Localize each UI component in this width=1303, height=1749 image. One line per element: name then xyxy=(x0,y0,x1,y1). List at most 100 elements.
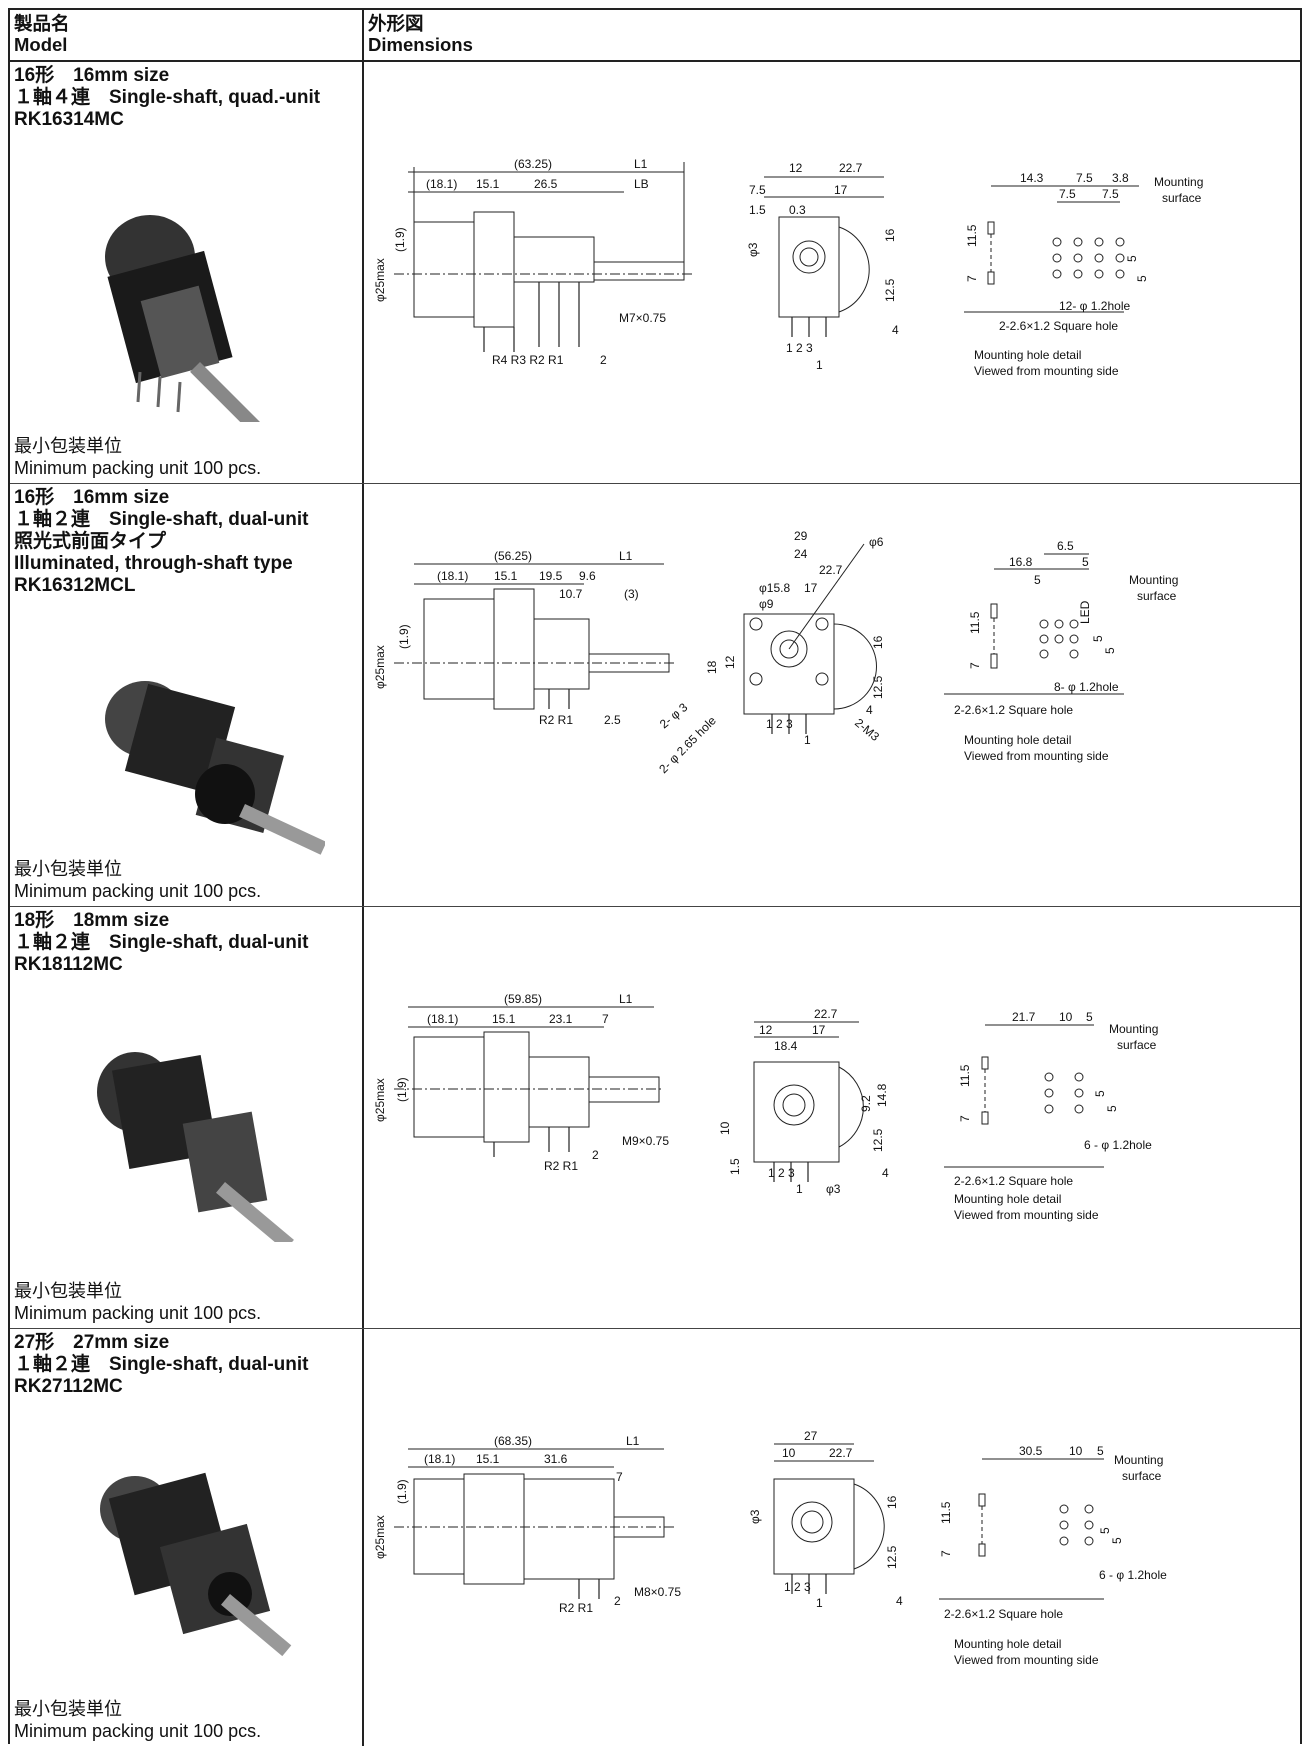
dimension-drawing: (63.25) L1 LB (18.1) 15.1 26.5 φ25max (1… xyxy=(373,157,1203,378)
mount-label-1: Mounting xyxy=(1129,573,1178,587)
front-w4: 17 xyxy=(812,1023,826,1037)
dim-c2: 7 xyxy=(616,1470,623,1484)
dimensions-cell: (59.85) L1 (18.1) 15.1 23.1 7 φ25max (1.… xyxy=(364,907,1300,1328)
front-w3: 7.5 xyxy=(749,183,766,197)
dim-c3: 10.7 xyxy=(559,587,583,601)
hole-v4: 5 xyxy=(1110,1537,1124,1544)
front-h3: 4 xyxy=(892,323,899,337)
front-h3: 4 xyxy=(866,703,873,717)
front-h0: 18 xyxy=(705,660,719,674)
model-cell: 27形 27mm size １軸２連 Single-shaft, dual-un… xyxy=(10,1329,364,1746)
hole-b: 10 xyxy=(1069,1444,1083,1458)
hole-v4: 5 xyxy=(1105,1105,1119,1112)
dimension-drawing: (59.85) L1 (18.1) 15.1 23.1 7 φ25max (1.… xyxy=(373,992,1158,1222)
packing-label-ja: 最小包装単位 xyxy=(14,1699,122,1719)
square-hole: 2-2.6×1.2 Square hole xyxy=(954,703,1073,717)
front-h3: 4 xyxy=(896,1594,903,1608)
front-h1: 16 xyxy=(871,635,885,649)
size-line: 18形 18mm size xyxy=(14,910,170,931)
front-w2: 22.7 xyxy=(839,161,863,175)
hole-caption-1: Mounting hole detail xyxy=(954,1192,1061,1206)
packing-label-en: Minimum packing unit 100 pcs. xyxy=(14,1303,262,1323)
dim-c2: 7 xyxy=(602,1012,609,1026)
dim-l1: L1 xyxy=(634,157,648,171)
front-d3: φ6 xyxy=(869,535,884,549)
hole-v4: 5 xyxy=(1135,275,1149,282)
front-h5: 1.5 xyxy=(728,1158,742,1175)
dim-a: (18.1) xyxy=(437,569,468,583)
terminal-labels: R4 R3 R2 R1 xyxy=(492,353,564,367)
front-b: 1 xyxy=(816,1596,823,1610)
dim-diameter: φ25max xyxy=(373,645,387,689)
note-m3: 2-M3 xyxy=(852,716,882,745)
extra-en: Illuminated, through-shaft type xyxy=(14,553,293,574)
front-h1: 16 xyxy=(883,228,897,242)
datasheet-table: 製品名 Model 外形図 Dimensions 16形 16mm size １… xyxy=(8,8,1302,1746)
front-h0b: 12 xyxy=(723,655,737,669)
dimension-drawing: (68.35) L1 (18.1) 15.1 31.6 7 φ25max (1.… xyxy=(373,1429,1167,1667)
product-row-rk16314mc: 16形 16mm size １軸４連 Single-shaft, quad.-u… xyxy=(10,62,1300,484)
packing-info: 最小包装単位 Minimum packing unit 100 pcs. xyxy=(14,858,261,902)
packing-info: 最小包装単位 Minimum packing unit 100 pcs. xyxy=(14,435,261,479)
dim-b: 15.1 xyxy=(494,569,518,583)
type-line: １軸４連 Single-shaft, quad.-unit xyxy=(14,87,321,108)
dim-diameter: φ25max xyxy=(373,1515,387,1559)
front-d1: φ15.8 xyxy=(759,581,790,595)
front-h1: 16 xyxy=(885,1495,899,1509)
front-h2: 12.5 xyxy=(885,1545,899,1569)
hole-c: 5 xyxy=(1097,1444,1104,1458)
dim-h: (1.9) xyxy=(395,1077,409,1102)
hole-caption-2: Viewed from mounting side xyxy=(954,1653,1099,1667)
packing-label-en: Minimum packing unit 100 pcs. xyxy=(14,458,262,478)
size-line: 27形 27mm size xyxy=(14,1332,170,1353)
front-h3: 4 xyxy=(882,1166,889,1180)
product-photo xyxy=(100,1472,292,1657)
hole-d: 7.5 xyxy=(1059,187,1076,201)
hole-b: 6.5 xyxy=(1057,539,1074,553)
front-w0: 27 xyxy=(804,1429,818,1443)
dimensions-cell: (63.25) L1 LB (18.1) 15.1 26.5 φ25max (1… xyxy=(364,62,1300,483)
front-h4: 10 xyxy=(718,1121,732,1135)
header-dims-ja: 外形図 xyxy=(368,13,424,34)
header-dimensions: 外形図 Dimensions xyxy=(364,10,1300,62)
front-h2: 12.5 xyxy=(871,675,885,699)
model-cell: 16形 16mm size １軸４連 Single-shaft, quad.-u… xyxy=(10,62,364,483)
hole-c: 3.8 xyxy=(1112,171,1129,185)
hole-d: 5 xyxy=(1082,555,1089,569)
hole-v2: 7 xyxy=(965,275,979,282)
model-cell: 16形 16mm size １軸２連 Single-shaft, dual-un… xyxy=(10,484,364,906)
hole-v3: 5 xyxy=(1098,1527,1112,1534)
dim-b: 15.1 xyxy=(476,1452,500,1466)
hole-a: 16.8 xyxy=(1009,555,1033,569)
front-h1: 14.8 xyxy=(875,1083,889,1107)
packing-label-ja: 最小包装単位 xyxy=(14,1281,122,1301)
front-view xyxy=(773,1443,885,1594)
hole-b: 7.5 xyxy=(1076,171,1093,185)
hole-a: 30.5 xyxy=(1019,1444,1043,1458)
front-d: φ3 xyxy=(748,1509,762,1524)
hole-count: 8- φ 1.2hole xyxy=(1054,680,1119,694)
product-photo xyxy=(105,215,278,422)
hole-a: 21.7 xyxy=(1012,1010,1036,1024)
front-d: φ3 xyxy=(746,242,760,257)
front-h2: 12.5 xyxy=(883,278,897,302)
hole-v1: 11.5 xyxy=(958,1064,972,1087)
dim-h: (1.9) xyxy=(395,1479,409,1504)
hole-v1: 11.5 xyxy=(968,611,982,634)
hole-v4: 5 xyxy=(1103,647,1117,654)
terminal-labels: R2 R1 xyxy=(544,1159,578,1173)
side-view xyxy=(394,1006,664,1157)
dim-l1: L1 xyxy=(619,549,633,563)
hole-detail xyxy=(944,1024,1104,1168)
size-line: 16形 16mm size xyxy=(14,487,170,508)
dimensions-cell: (56.25) L1 (18.1) 15.1 19.5 9.6 10.7 (3)… xyxy=(364,484,1300,906)
mount-label-2: surface xyxy=(1162,191,1202,205)
side-view xyxy=(394,563,674,710)
model-number: RK27112MC xyxy=(14,1376,123,1397)
dim-c: 26.5 xyxy=(534,177,558,191)
dim-a: (18.1) xyxy=(427,1012,458,1026)
dimensions-cell: (68.35) L1 (18.1) 15.1 31.6 7 φ25max (1.… xyxy=(364,1329,1300,1746)
packing-label-ja: 最小包装単位 xyxy=(14,436,122,456)
model-number: RK18112MC xyxy=(14,954,123,975)
front-d: φ3 xyxy=(826,1182,841,1196)
